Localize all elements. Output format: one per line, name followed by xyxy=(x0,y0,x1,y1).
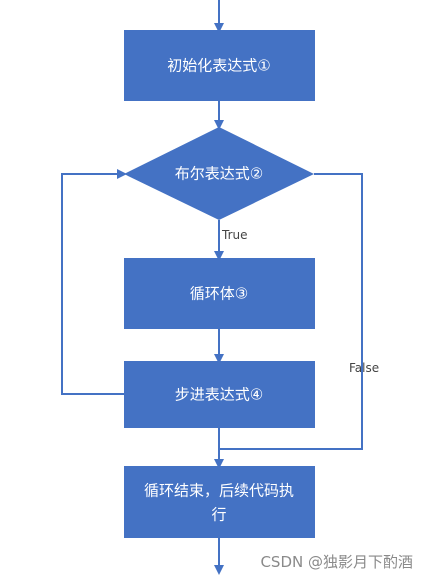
loop-back-arrow xyxy=(61,169,127,395)
body-node-label: 循环体③ xyxy=(190,285,248,303)
end-node-label-line1: 循环结束，后续代码执 xyxy=(144,482,294,500)
step-node-label: 步进表达式④ xyxy=(175,386,263,404)
end-node xyxy=(124,466,315,538)
body-node xyxy=(124,258,315,329)
false-label: False xyxy=(349,361,379,375)
init-node xyxy=(124,30,315,101)
end-node-label-line2: 行 xyxy=(211,506,226,524)
watermark-text: CSDN @独影月下酌酒 xyxy=(260,553,413,571)
condition-node xyxy=(124,127,314,220)
true-label: True xyxy=(221,228,248,242)
condition-node-label: 布尔表达式② xyxy=(175,165,263,183)
init-node-label: 初始化表达式① xyxy=(167,57,270,75)
false-branch-line xyxy=(219,173,363,450)
step-node xyxy=(124,361,315,428)
